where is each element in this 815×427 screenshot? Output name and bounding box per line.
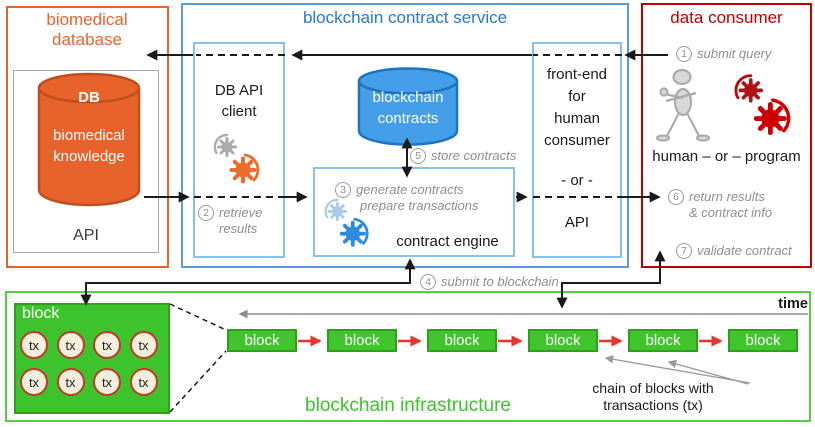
- db-api-gears-icon: [207, 132, 267, 190]
- chain-caption-line2: transactions (tx): [603, 397, 703, 413]
- frontend-line3: human: [554, 110, 600, 127]
- db-label: DB: [78, 89, 100, 106]
- step-3-generate-contracts: 3 generate contracts prepare transaction…: [335, 182, 510, 214]
- step-2-text: retrieve results: [219, 205, 263, 236]
- step-5-store-contracts: 5 store contracts: [410, 148, 516, 164]
- tx-circle: tx: [20, 368, 48, 396]
- blockchain-contracts-cylinder-icon: [357, 67, 459, 146]
- human-stick-figure-icon: [652, 68, 716, 148]
- data-consumer-title: data consumer: [670, 8, 783, 27]
- chain-block-4: block: [528, 329, 598, 352]
- chain-caption: chain of blocks with transactions (tx): [563, 380, 743, 414]
- chain-caption-line1: chain of blocks with: [592, 380, 714, 396]
- step-6-return-results: 6 return results & contract info: [668, 189, 772, 221]
- block-detail-label: block: [22, 305, 60, 322]
- step-6-number: 6: [668, 189, 684, 205]
- db-cylinder-icon: [37, 72, 141, 207]
- frontend-line4: consumer: [544, 132, 610, 149]
- tx-circle: tx: [129, 368, 158, 396]
- frontend-line1: front-end: [546, 66, 608, 83]
- frontend-line2: for: [568, 88, 586, 105]
- program-gears-icon: [726, 72, 800, 143]
- human-or-program-label: human – or – program: [652, 148, 801, 165]
- step-6-line2: & contract info: [689, 205, 773, 220]
- step-4-number: 4: [420, 274, 436, 290]
- step-6-line1: return results: [689, 189, 765, 204]
- step-4-text: submit to blockchain: [441, 274, 559, 289]
- contract-service-title: blockchain contract service: [302, 8, 508, 27]
- tx-circle: tx: [93, 368, 121, 396]
- chain-block-1: block: [227, 329, 297, 352]
- blockchain-infrastructure-title: blockchain infrastructure: [305, 395, 511, 416]
- step-7-number: 7: [676, 243, 692, 259]
- blockchain-contracts-label: blockchain contracts: [372, 89, 444, 127]
- biomedical-api-label: API: [73, 227, 99, 244]
- tx-circle: tx: [20, 331, 48, 359]
- tx-grid: tx tx tx tx tx tx tx tx: [20, 331, 158, 396]
- chain-block-6: block: [728, 329, 798, 352]
- frontend-or-separator: - or -: [561, 172, 593, 189]
- step-1-number: 1: [676, 46, 692, 62]
- db-api-client-box: [193, 42, 285, 258]
- chain-block-3: block: [427, 329, 497, 352]
- step-5-number: 5: [410, 148, 426, 164]
- step-1-submit-query: 1 submit query: [676, 46, 771, 62]
- step-2-retrieve-results: 2 retrieve results: [198, 205, 282, 237]
- tx-circle: tx: [56, 368, 85, 396]
- step-2-number: 2: [198, 205, 214, 221]
- frontend-api-label: API: [564, 214, 590, 231]
- step-7-text: validate contract: [697, 243, 792, 258]
- contract-engine-label: contract engine: [396, 233, 499, 250]
- chain-block-2: block: [327, 329, 397, 352]
- tx-circle: tx: [93, 331, 121, 359]
- tx-circle: tx: [56, 331, 85, 359]
- step-3-line1: generate contracts: [356, 182, 464, 197]
- step-3-line2: prepare transactions: [360, 198, 479, 213]
- time-label: time: [778, 296, 808, 312]
- db-api-client-label: DB API client: [214, 82, 264, 120]
- biomedical-database-title: biomedical database: [46, 10, 128, 49]
- frontend-label: front-end for human consumer: [532, 64, 622, 152]
- step-3-number: 3: [335, 182, 351, 198]
- step-7-validate-contract: 7 validate contract: [676, 243, 792, 259]
- step-1-text: submit query: [697, 46, 772, 61]
- step-5-text: store contracts: [431, 148, 517, 163]
- step-4-submit-to-blockchain: 4 submit to blockchain: [420, 274, 559, 290]
- tx-circle: tx: [129, 331, 158, 359]
- data-consumer-box: [641, 3, 812, 268]
- contract-engine-gears-icon: [318, 197, 376, 253]
- db-knowledge-label: biomedical knowledge: [53, 127, 125, 165]
- chain-block-5: block: [628, 329, 698, 352]
